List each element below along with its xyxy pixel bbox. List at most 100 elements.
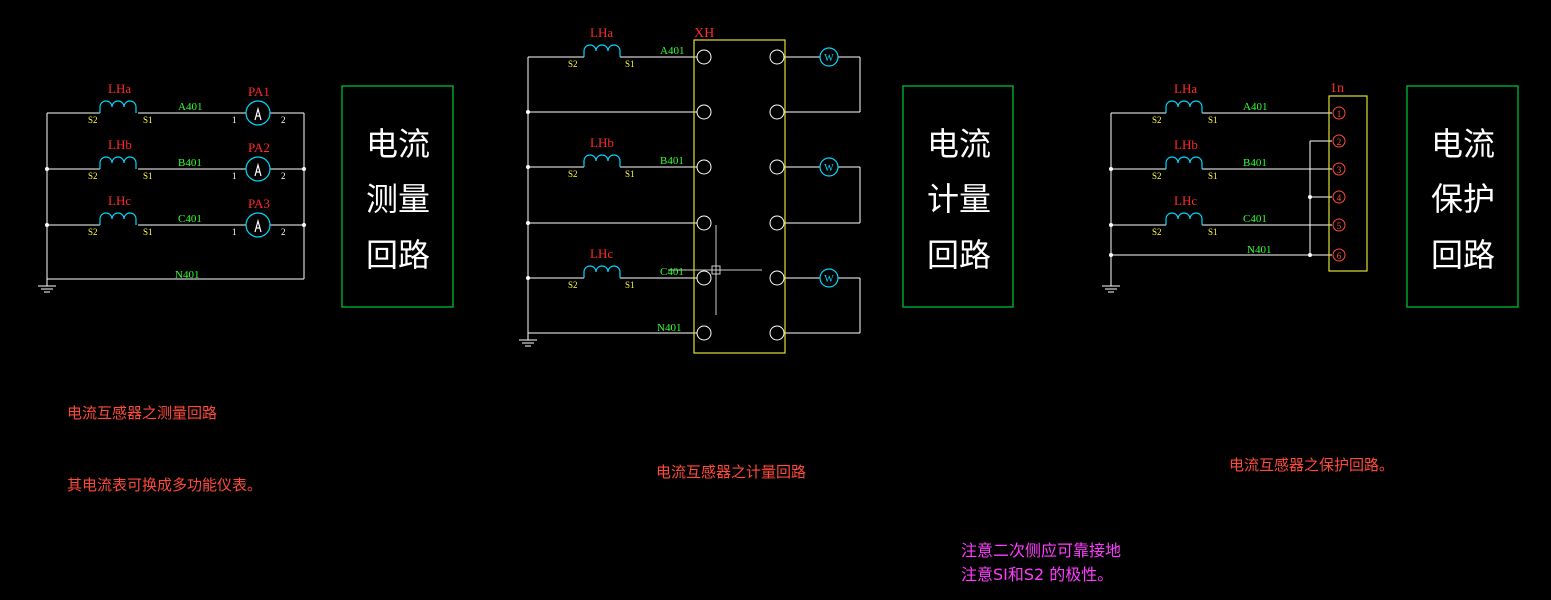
block-label-xh: XH bbox=[694, 26, 714, 41]
ct-label-lha: LHa bbox=[1174, 81, 1197, 96]
ground-symbol bbox=[38, 285, 56, 293]
ammeter-pa2-icon bbox=[245, 156, 271, 182]
meter-terminal-1: 1 bbox=[232, 115, 237, 125]
ct-terminal-s1-a: S1 bbox=[1208, 115, 1218, 125]
ct-terminal-s1-a: S1 bbox=[143, 115, 153, 125]
ct-coil-b bbox=[1165, 156, 1203, 169]
ct-terminal-s1-c: S1 bbox=[625, 280, 635, 290]
metering-ct-coils bbox=[583, 44, 621, 278]
wire-label-b401: B401 bbox=[1243, 157, 1267, 169]
metering-title-text: 电流 计量 回路 bbox=[927, 125, 991, 274]
svg-text:回路: 回路 bbox=[927, 236, 991, 274]
ct-coil-b bbox=[99, 156, 137, 169]
ct-label-lha: LHa bbox=[108, 81, 131, 96]
ct-terminal-s1-b: S1 bbox=[625, 169, 635, 179]
ground-symbol bbox=[1102, 285, 1120, 293]
wire-label-n401: N401 bbox=[175, 269, 199, 281]
wattmeter-3-icon bbox=[819, 268, 839, 288]
wire-label-b401: B401 bbox=[660, 155, 684, 167]
protection-title-box bbox=[1406, 85, 1519, 308]
ct-label-lhb: LHb bbox=[1174, 137, 1198, 152]
meter-terminal-1: 1 bbox=[232, 227, 237, 237]
terminal-number: 2 bbox=[1337, 137, 1342, 147]
wire-label-n401: N401 bbox=[1247, 244, 1271, 256]
terminal-number: 6 bbox=[1337, 251, 1342, 261]
svg-text:测量: 测量 bbox=[366, 180, 430, 218]
measurement-title-box bbox=[341, 85, 454, 308]
ammeter-pa1-icon bbox=[245, 100, 271, 126]
ct-terminal-s2-c: S2 bbox=[568, 280, 578, 290]
wattmeters bbox=[819, 47, 839, 288]
ct-terminal-s1-b: S1 bbox=[1208, 171, 1218, 181]
wire-label-a401: A401 bbox=[660, 45, 684, 57]
ct-terminal-s2-a: S2 bbox=[1152, 115, 1162, 125]
wire-label-c401: C401 bbox=[660, 266, 684, 278]
wire-label-a401: A401 bbox=[178, 101, 202, 113]
terminal-number: 3 bbox=[1337, 165, 1342, 175]
measurement-ct-coils bbox=[99, 100, 137, 225]
metering-title-box bbox=[902, 85, 1014, 308]
meter-terminal-2: 2 bbox=[281, 115, 286, 125]
meter-terminal-2: 2 bbox=[281, 227, 286, 237]
ct-label-lhc: LHc bbox=[108, 193, 131, 208]
svg-text:回路: 回路 bbox=[1431, 236, 1495, 274]
ct-label-lha: LHa bbox=[590, 25, 613, 40]
svg-text:回路: 回路 bbox=[366, 236, 430, 274]
ct-terminal-s2-c: S2 bbox=[1152, 227, 1162, 237]
wattmeter-1-icon bbox=[819, 47, 839, 67]
svg-text:保护: 保护 bbox=[1431, 180, 1495, 218]
terminal-number: 4 bbox=[1337, 193, 1342, 203]
meter-label-pa1: PA1 bbox=[248, 84, 270, 99]
ct-coil-a bbox=[1165, 100, 1203, 113]
terminal-number: 5 bbox=[1337, 221, 1342, 231]
metering-labels: XH LHa LHb LHc A401 B401 C401 N401 S2 S1… bbox=[568, 25, 834, 334]
wattmeter-symbol: W bbox=[824, 274, 834, 285]
ammeter-pa3-icon bbox=[245, 212, 271, 238]
ct-terminal-s1-b: S1 bbox=[143, 171, 153, 181]
ct-coil-c bbox=[99, 212, 137, 225]
measurement-note: 其电流表可换成多功能仪表。 bbox=[67, 476, 263, 494]
ct-coil-a bbox=[583, 44, 621, 57]
protection-title-text: 电流 保护 回路 bbox=[1431, 125, 1495, 274]
grounding-note: 注意二次侧应可靠接地 bbox=[961, 541, 1122, 560]
measurement-caption: 电流互感器之测量回路 bbox=[67, 404, 218, 422]
meter-terminal-1: 1 bbox=[232, 171, 237, 181]
svg-text:电流: 电流 bbox=[366, 125, 430, 163]
wattmeter-2-icon bbox=[819, 157, 839, 177]
metering-caption: 电流互感器之计量回路 bbox=[656, 463, 807, 481]
ct-coil-b bbox=[583, 154, 621, 167]
metering-circuit bbox=[519, 56, 861, 347]
protection-ct-coils bbox=[1165, 100, 1203, 225]
protection-circuit bbox=[1102, 112, 1332, 293]
meter-label-pa2: PA2 bbox=[248, 140, 270, 155]
block-label-1n: 1n bbox=[1330, 81, 1344, 96]
svg-text:电流: 电流 bbox=[1431, 125, 1495, 163]
ground-symbol bbox=[519, 339, 537, 347]
measurement-labels: LHa LHb LHc PA1 PA2 PA3 A401 B401 C401 N… bbox=[88, 81, 286, 281]
meter-label-pa3: PA3 bbox=[248, 196, 270, 211]
ct-coil-a bbox=[99, 100, 137, 113]
ct-terminal-s2-a: S2 bbox=[88, 115, 98, 125]
wattmeter-symbol: W bbox=[824, 53, 834, 64]
ct-label-lhb: LHb bbox=[590, 135, 614, 150]
ct-terminal-s1-c: S1 bbox=[1208, 227, 1218, 237]
ct-terminal-s1-a: S1 bbox=[625, 59, 635, 69]
ct-coil-c bbox=[583, 265, 621, 278]
ct-terminal-s2-b: S2 bbox=[1152, 171, 1162, 181]
svg-text:计量: 计量 bbox=[927, 180, 991, 218]
ct-label-lhc: LHc bbox=[1174, 193, 1197, 208]
ct-label-lhb: LHb bbox=[108, 137, 132, 152]
protection-labels: 1n LHa LHb LHc A401 B401 C401 N401 S2 S1… bbox=[1152, 81, 1344, 261]
terminal-block-xh bbox=[693, 39, 786, 354]
ct-label-lhc: LHc bbox=[590, 246, 613, 261]
terminal-block-1n-terminals bbox=[1332, 106, 1346, 262]
wire-label-n401: N401 bbox=[657, 322, 681, 334]
ct-terminal-s2-b: S2 bbox=[568, 169, 578, 179]
measurement-circuit bbox=[38, 112, 306, 293]
meter-terminal-2: 2 bbox=[281, 171, 286, 181]
wire-label-a401: A401 bbox=[1243, 101, 1267, 113]
svg-text:电流: 电流 bbox=[927, 125, 991, 163]
ct-terminal-s2-a: S2 bbox=[568, 59, 578, 69]
wire-label-c401: C401 bbox=[1243, 213, 1267, 225]
